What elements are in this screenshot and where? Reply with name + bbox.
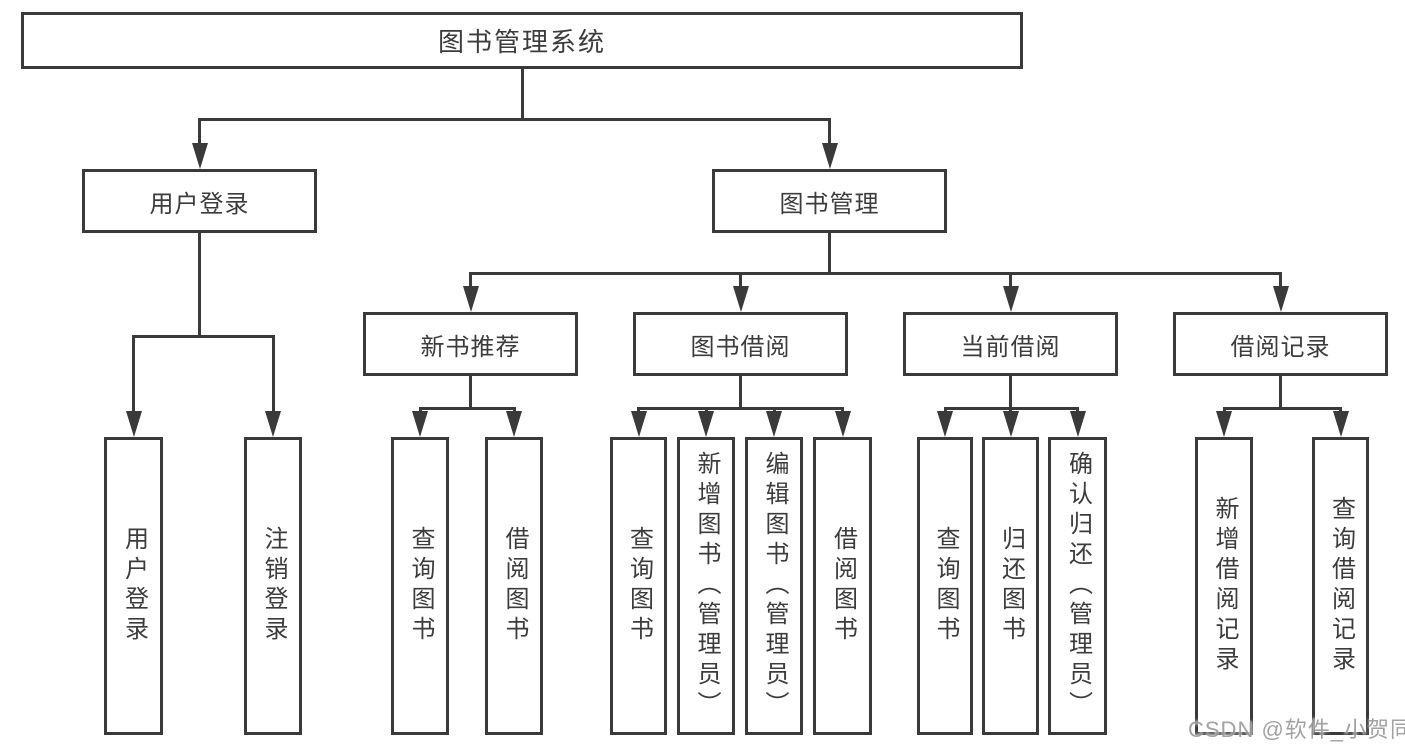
node-label-query-books-3: 查询图书 [932,526,959,646]
diagram-node-return-books: 归还图书 [982,437,1039,735]
connector-stem-new-book-recommend [469,273,472,290]
diagram-node-borrow-books-1: 借阅图书 [485,437,543,735]
arrow-down-icon [821,143,838,169]
diagram-node-borrow-books-2: 借阅图书 [813,437,872,735]
diagram-node-logout: 注销登录 [244,437,302,735]
node-label-current-borrowing: 当前借阅 [960,333,1061,361]
connector-stem-logout [271,336,275,415]
diagram-node-borrowing-records: 借阅记录 [1173,312,1388,376]
diagram-node-user-login: 用户登录 [104,437,163,735]
arrow-down-icon [125,411,142,437]
connector-stem-current-borrowing [1009,273,1012,290]
diagram-node-edit-books-admin: 编辑图书（管理员） [745,437,803,735]
arrow-down-icon [412,411,428,437]
node-label-logout: 注销登录 [260,526,287,646]
connector-trunk-book-management [828,233,831,275]
connector-trunk-root [520,69,524,121]
node-label-return-books: 归还图书 [997,526,1025,646]
connector-branch-user-login-module [132,334,275,338]
node-label-borrow-books-2: 借阅图书 [829,526,857,646]
arrow-down-icon [698,411,714,437]
node-label-new-book-recommend: 新书推荐 [420,333,521,361]
connector-stem-user-login-module [198,119,201,147]
connector-stem-book-borrowing [739,273,742,290]
diagram-node-query-books-1: 查询图书 [391,437,449,735]
connector-trunk-book-borrowing [739,376,742,410]
connector-stem-borrowing-records [1279,273,1282,290]
node-label-add-books-admin: 新增图书（管理员） [693,451,720,721]
diagram-node-query-books-2: 查询图书 [610,437,667,735]
diagram-node-new-book-recommend: 新书推荐 [363,312,578,376]
node-label-confirm-return-admin: 确认归还（管理员） [1064,451,1092,721]
arrow-down-icon [265,411,281,437]
connector-branch-book-management [469,271,1282,275]
node-label-user-login-module: 用户登录 [149,190,250,218]
arrow-down-icon [766,411,782,437]
connector-trunk-new-book-recommend [469,376,472,410]
node-label-book-borrowing: 图书借阅 [690,333,791,361]
arrow-down-icon [834,411,851,437]
node-label-add-borrow-record: 新增借阅记录 [1211,496,1238,676]
diagram-node-book-borrowing: 图书借阅 [633,312,848,376]
node-label-query-books-1: 查询图书 [407,526,434,646]
connector-branch-book-borrowing [637,406,844,410]
csdn-watermark: CSDN @软件_小贺同学 [1188,717,1405,742]
node-label-query-books-2: 查询图书 [625,526,653,646]
arrow-down-icon [1002,411,1019,437]
arrow-down-icon [191,143,208,169]
arrow-down-icon [732,286,749,312]
diagram-node-root: 图书管理系统 [21,12,1023,69]
diagram-node-query-books-3: 查询图书 [917,437,973,735]
arrow-down-icon [462,286,479,312]
arrow-down-icon [1069,411,1086,437]
node-label-edit-books-admin: 编辑图书（管理员） [761,451,788,721]
connector-branch-new-book-recommend [418,406,516,410]
node-label-borrow-books-1: 借阅图书 [501,526,528,646]
arrow-down-icon [1002,286,1019,312]
diagram-node-confirm-return-admin: 确认归还（管理员） [1048,437,1107,735]
diagram-node-query-borrow-record: 查询借阅记录 [1312,437,1369,735]
arrow-down-icon [630,411,647,437]
node-label-query-borrow-record: 查询借阅记录 [1327,496,1355,676]
diagram-node-current-borrowing: 当前借阅 [903,312,1118,376]
connector-trunk-current-borrowing [1009,376,1012,410]
diagram-node-add-borrow-record: 新增借阅记录 [1195,437,1253,735]
diagram-node-add-books-admin: 新增图书（管理员） [677,437,735,735]
arrow-down-icon [1332,411,1349,437]
connector-branch-root [198,117,831,121]
connector-trunk-borrowing-records [1279,376,1282,410]
connector-stem-book-management [828,119,831,147]
diagram-node-book-management: 图书管理 [712,169,947,233]
connector-stem-user-login [132,336,135,415]
node-label-root: 图书管理系统 [437,27,606,57]
arrow-down-icon [506,411,522,437]
node-label-user-login: 用户登录 [120,526,148,646]
arrow-down-icon [937,411,953,437]
arrow-down-icon [1272,286,1289,312]
connector-trunk-user-login-module [198,233,201,338]
arrow-down-icon [1216,411,1232,437]
connector-branch-borrowing-records [1222,406,1342,410]
node-label-book-management: 图书管理 [779,190,880,218]
diagram-node-user-login-module: 用户登录 [82,169,317,233]
node-label-borrowing-records: 借阅记录 [1230,333,1331,361]
